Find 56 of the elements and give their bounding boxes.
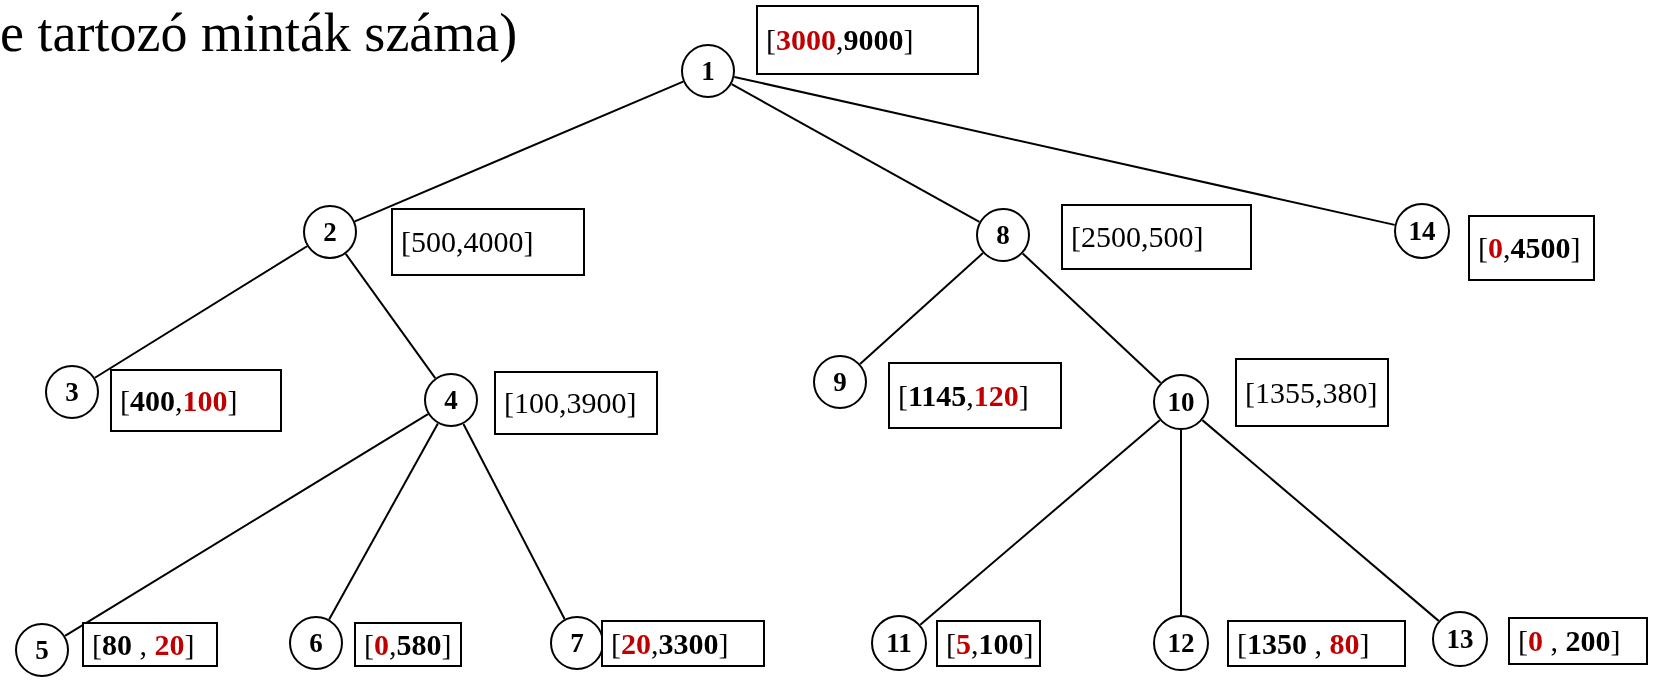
node-number: 10 [1167,386,1195,418]
count-label: [0,580] [354,622,462,667]
tree-edge [344,252,437,380]
count-label: [500,4000] [391,208,585,276]
node-number: 14 [1408,215,1436,247]
node-number: 2 [323,216,337,248]
count-label: [80 , 20] [82,622,218,667]
tree-edge [730,83,981,223]
count-label: [0,4500] [1468,215,1595,281]
node-number: 8 [996,219,1010,251]
node-circle [424,373,478,427]
count-label: [1355,380] [1235,358,1389,427]
node-circle [1432,611,1488,667]
count-label: [400,100] [110,369,282,432]
count-label: [1350 , 80] [1227,620,1406,667]
node-circle [871,615,927,671]
node-circle [681,44,735,98]
tree-edge [919,419,1161,626]
node-circle [303,205,357,259]
tree-edge [93,245,309,379]
tree-edge [64,413,429,637]
node-circle [813,355,867,409]
node-circle [550,616,604,670]
node-number: 11 [886,627,912,659]
node-number: 13 [1446,623,1474,655]
tree-edge [1201,419,1440,622]
node-circle [45,365,99,419]
tree-edge [1021,252,1162,384]
node-circle [1394,203,1450,259]
node-number: 6 [309,627,323,659]
count-label: [5,100] [936,620,1041,667]
count-label: [2500,500] [1061,204,1252,270]
node-circle [1153,374,1209,430]
node-circle [15,623,69,677]
node-number: 7 [570,627,584,659]
count-label: [20,3300] [601,620,765,667]
count-label: [0 , 200] [1508,617,1648,665]
heading-fragment: e tartozó minták száma) [0,2,518,64]
count-label: [100,3900] [494,371,658,435]
tree-edge [733,75,1396,226]
node-number: 9 [833,366,847,398]
node-number: 1 [701,55,715,87]
node-circle [1153,615,1209,671]
node-circle [289,616,343,670]
tree-edge [1180,429,1182,616]
tree-edge [353,80,685,223]
count-label: [3000,9000] [756,5,979,75]
node-number: 5 [35,634,49,666]
node-number: 4 [444,384,458,416]
node-circle [976,208,1030,262]
node-number: 12 [1167,627,1195,659]
tree-edge [859,252,984,365]
count-label: [1145,120] [888,362,1062,429]
tree-edge [328,422,439,621]
tree-edge [462,422,566,621]
node-number: 3 [65,376,79,408]
